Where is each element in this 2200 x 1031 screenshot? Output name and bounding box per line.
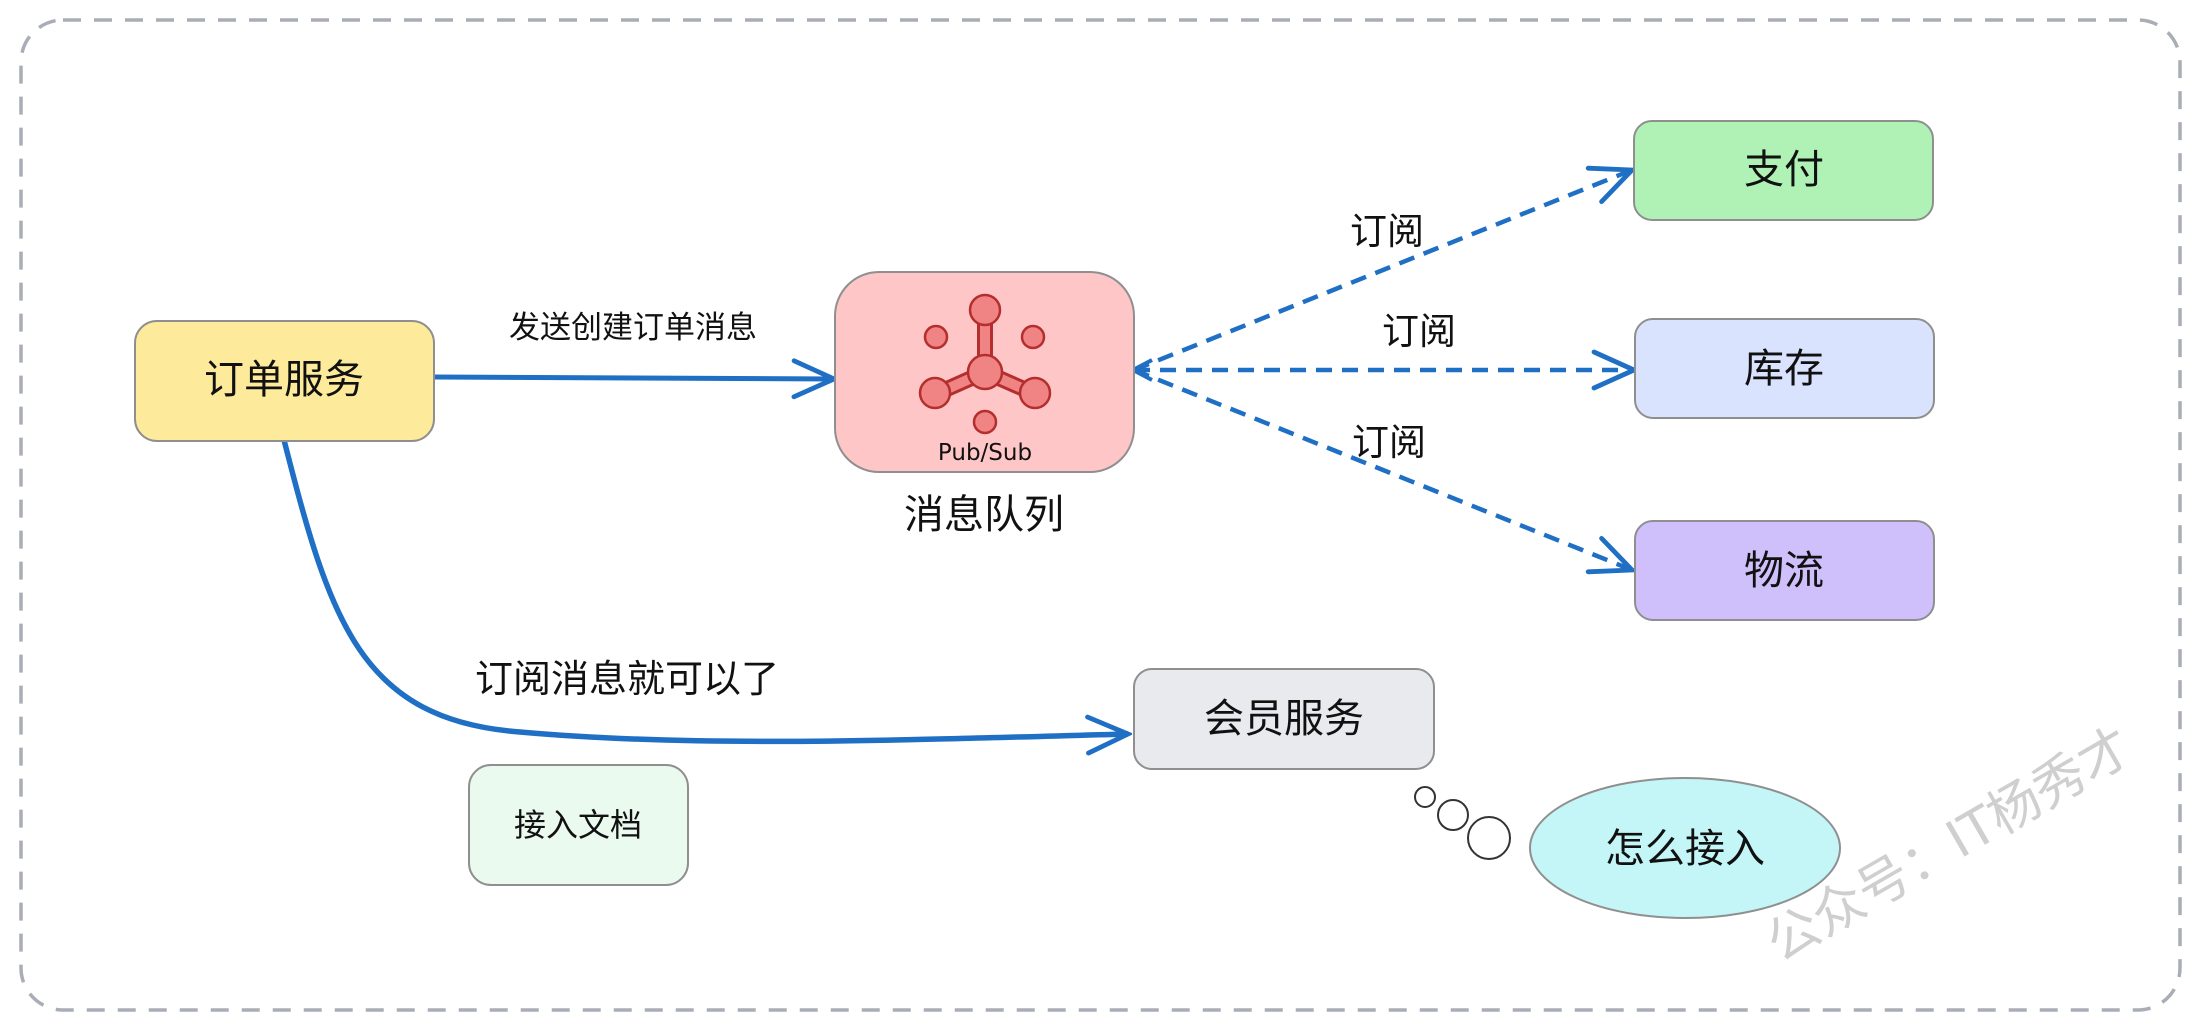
- node-label-message-queue: 消息队列: [904, 492, 1064, 538]
- node-label-inventory: 库存: [1744, 346, 1824, 392]
- edge-label-subscribe-inventory: 订阅: [1382, 310, 1456, 353]
- node-payment: 支付: [1633, 120, 1934, 221]
- edge-label-subscribe-payment: 订阅: [1350, 210, 1424, 253]
- pubsub-badge: Pub/Sub: [938, 440, 1032, 466]
- node-access-doc: 接入文档: [468, 764, 689, 886]
- edge-label-subscribe-logistics: 订阅: [1352, 421, 1426, 464]
- node-member-service: 会员服务: [1133, 668, 1435, 770]
- node-inventory: 库存: [1634, 318, 1935, 419]
- node-label-order-service: 订单服务: [204, 357, 364, 403]
- node-message-queue: Pub/Sub 消息队列: [834, 271, 1135, 538]
- edge-subscribe-member: [281, 439, 1128, 741]
- node-label-payment: 支付: [1744, 147, 1824, 193]
- node-label-access-doc: 接入文档: [514, 806, 642, 844]
- edge-send-order-msg: [433, 377, 834, 379]
- node-label-how-to-access: 怎么接入: [1605, 826, 1765, 872]
- edge-label-send-order-msg: 发送创建订单消息: [509, 310, 757, 346]
- diagram-frame: [19, 18, 2182, 1012]
- node-logistics: 物流: [1634, 520, 1935, 621]
- node-order-service: 订单服务: [134, 320, 435, 442]
- edge-label-subscribe-member: 订阅消息就可以了: [475, 657, 779, 701]
- node-label-logistics: 物流: [1744, 548, 1824, 594]
- thought-bubble-dots: [1414, 786, 1511, 860]
- node-how-to-access: 怎么接入: [1529, 777, 1841, 919]
- pubsub-icon: [918, 293, 1052, 435]
- node-label-member-service: 会员服务: [1204, 696, 1364, 742]
- edge-subscribe-logistics: [1133, 367, 1632, 570]
- edge-subscribe-payment: [1133, 170, 1632, 373]
